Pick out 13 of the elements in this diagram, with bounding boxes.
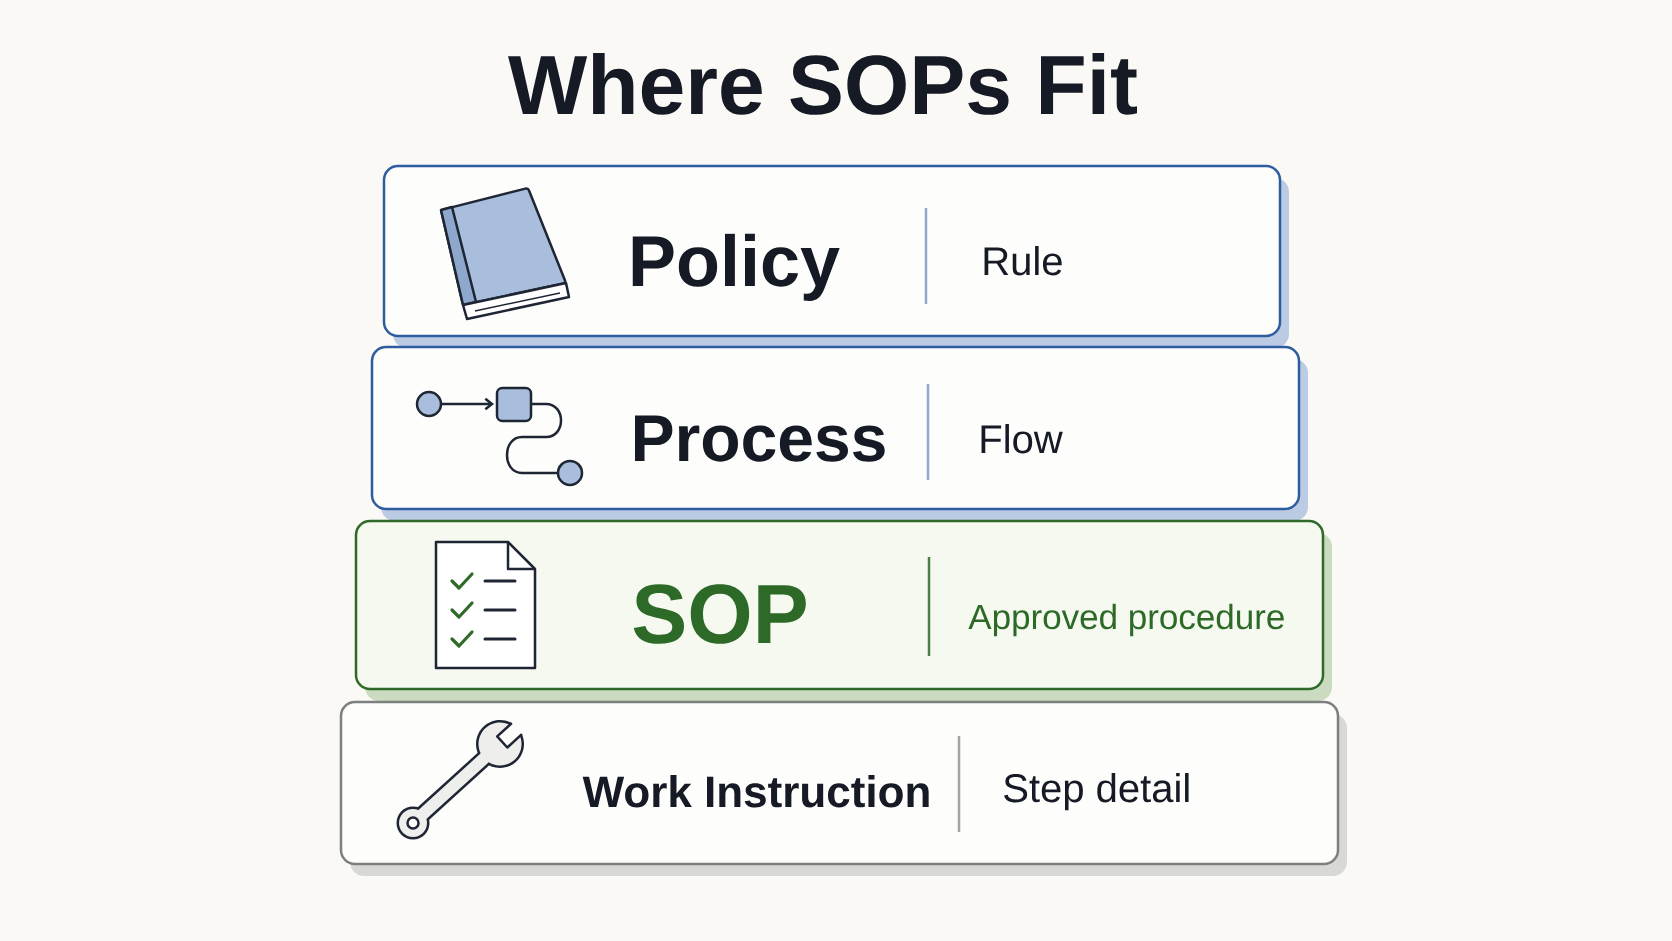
- layer-box: [339, 700, 1347, 876]
- layer-note: Rule: [984, 246, 1062, 276]
- layer-box: [354, 519, 1332, 701]
- layer-note: Approved procedure: [968, 603, 1284, 637]
- layer-name: SOP: [633, 584, 806, 644]
- title: Where SOPs Fit: [508, 53, 1137, 115]
- layer-note: Flow: [981, 424, 1063, 454]
- layer-name: Policy: [632, 233, 840, 301]
- layer-name: Work Instruction: [582, 775, 929, 808]
- layer-note: Step detail: [1004, 773, 1189, 811]
- layer-box: [370, 345, 1308, 521]
- layer-box: [382, 164, 1289, 348]
- layer-name: Process: [635, 415, 885, 462]
